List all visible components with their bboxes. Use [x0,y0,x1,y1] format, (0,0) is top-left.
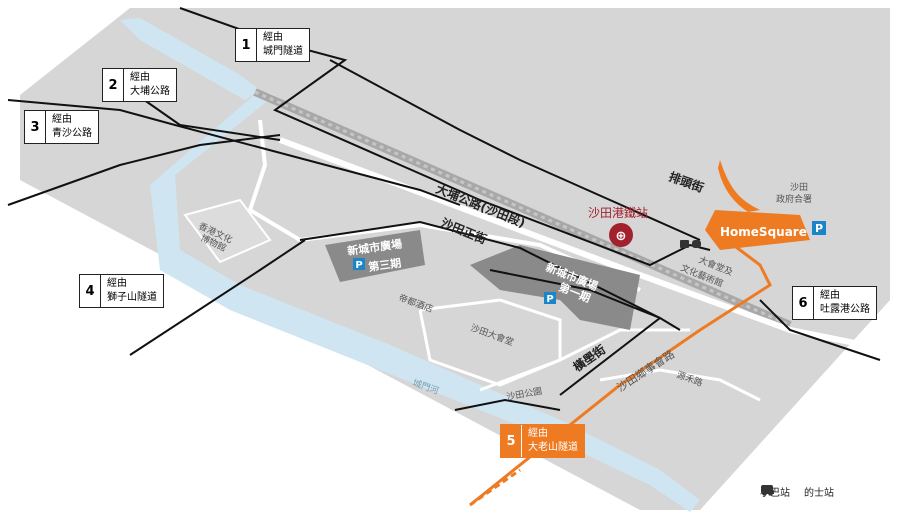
museum-block [183,198,272,264]
route-road: 城門隧道 [263,46,303,57]
mall-phase3-block [325,230,425,282]
river-upper-shape [120,18,260,100]
homesquare-building [705,210,810,250]
side-road-e [599,368,761,402]
legend-taxi: 的士站 [762,484,834,499]
route-number: 4 [80,275,101,307]
homesquare-tower [718,160,760,212]
mall3-label-2: 第三期 [367,256,402,274]
route-via: 經由 [528,428,548,439]
route-box-1: 1 經由城門隧道 [235,28,310,62]
station-label: 沙田港鐵站 [588,205,648,220]
mall-phase1-block [470,245,640,330]
legend: 小巴站 的士站 [760,484,834,499]
mtr-logo-icon: ⊕ [609,223,633,247]
govt-label-2: 政府合署 [776,193,812,205]
route-number: 2 [103,69,124,101]
route-road: 青沙公路 [52,128,92,139]
railway-ties [254,90,791,327]
legend-taxi-label: 的士站 [804,488,834,499]
route-box-2: 2 經由大埔公路 [102,68,177,102]
mall1-parking-icon: P [544,292,556,305]
route-box-3: 3 經由青沙公路 [24,110,99,144]
mall3-parking-icon: P [353,258,365,271]
route-road: 大老山隧道 [528,442,578,453]
orange-route-dash [469,468,521,507]
route-road: 吐露港公路 [820,304,870,315]
svg-text:P: P [355,260,362,271]
parking-icon: P [812,221,826,235]
parking-label: P [815,222,823,235]
route-box-4: 4 經由獅子山隧道 [79,274,164,308]
homesquare-label: HomeSquare [720,225,807,239]
side-road-b [247,119,302,242]
route-road: 獅子山隧道 [107,292,157,303]
govt-label-1: 沙田 [790,182,808,193]
route-number: 3 [25,111,46,143]
route-number: 1 [236,29,257,61]
route-via: 經由 [107,278,127,289]
shing-mun-river-shape [150,90,700,512]
svg-text:⊕: ⊕ [616,229,627,244]
route-via: 經由 [263,32,283,43]
route-via: 經由 [130,72,150,83]
minibus-stop-icon [680,240,701,248]
orange-route [469,233,772,507]
route-road: 大埔公路 [130,86,170,97]
route-via: 經由 [52,114,72,125]
route-box-6: 6 經由吐露港公路 [792,286,877,320]
route-number: 6 [793,287,814,319]
route-number: 5 [501,425,522,457]
side-road-d [479,328,690,392]
taxi-icon [762,487,774,496]
legend-minibus-label: 小巴站 [760,488,790,499]
route-via: 經由 [820,290,840,301]
svg-text:P: P [546,294,553,305]
route-box-5: 5 經由大老山隧道 [500,424,585,458]
